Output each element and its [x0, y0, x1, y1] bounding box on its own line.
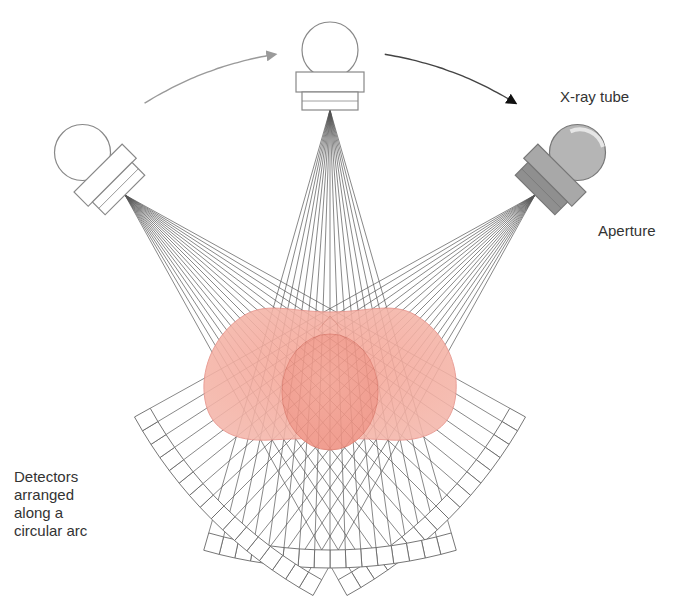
detector-cell — [330, 550, 346, 568]
beam-ray — [125, 195, 457, 484]
rotation-arrows — [145, 54, 516, 103]
detector-cell — [134, 408, 157, 431]
detector-cell — [204, 533, 224, 554]
tube-shading — [570, 121, 605, 156]
detector-cell — [391, 543, 409, 563]
part-label: Aperture — [598, 222, 678, 240]
x-ray-tube — [39, 109, 149, 219]
aperture-slit — [302, 101, 358, 102]
body-ridge — [318, 316, 342, 330]
x-ray-tube — [296, 22, 364, 110]
detector-cell — [338, 572, 361, 595]
rotation-arrow — [145, 54, 276, 103]
aperture-slit — [522, 169, 562, 209]
rotation-arrow — [385, 54, 516, 103]
detector-cell — [314, 550, 330, 568]
x-ray-tube — [511, 109, 621, 219]
detector-cell — [376, 546, 394, 566]
detector-cell — [345, 549, 362, 568]
detector-label: Detectors arranged along a circular arc — [14, 468, 114, 540]
patient-head — [282, 334, 378, 450]
tube-envelope — [302, 22, 358, 78]
part-label: X-ray tube — [560, 88, 670, 106]
beam-ray — [193, 195, 535, 472]
x-ray-beams — [125, 110, 535, 580]
aperture — [302, 92, 358, 110]
aperture-slit — [99, 169, 139, 209]
x-ray-tubes — [39, 22, 622, 219]
beam-ray — [125, 195, 467, 472]
aperture — [92, 162, 144, 214]
detector-cell — [361, 548, 378, 567]
tube-housing — [296, 72, 364, 92]
beam-ray — [125, 195, 476, 460]
aperture — [515, 162, 567, 214]
beam-ray — [203, 195, 535, 484]
patient-cross-section — [204, 308, 456, 450]
detector-cell — [298, 549, 315, 568]
beam-ray — [184, 195, 535, 460]
